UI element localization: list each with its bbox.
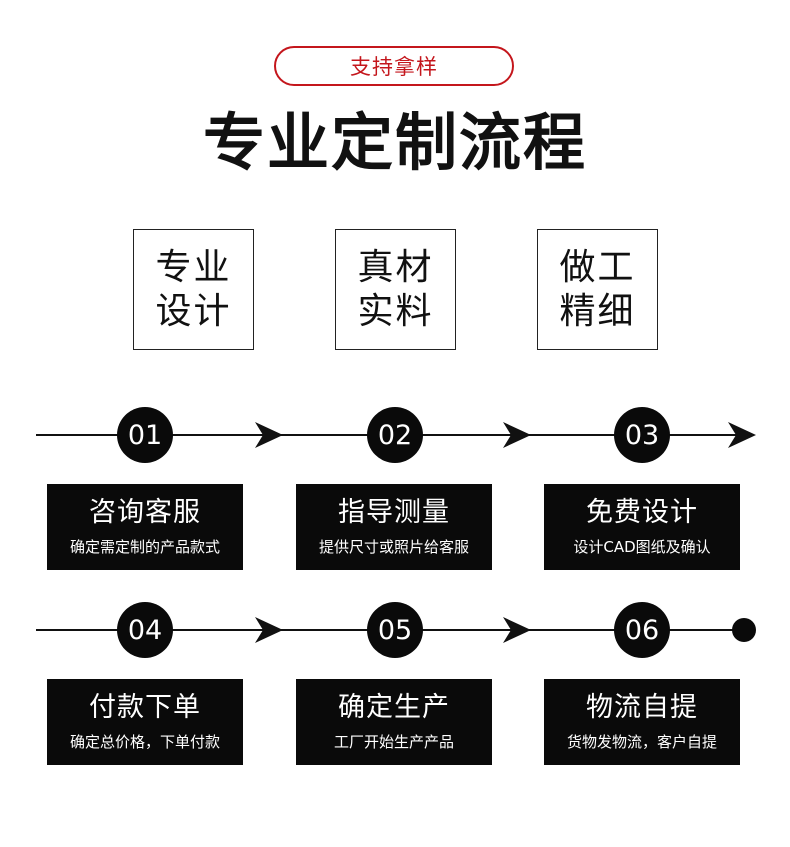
step-number-04: 04 <box>117 602 173 658</box>
step-title: 物流自提 <box>586 692 698 723</box>
step-card-consult: 咨询客服 确定需定制的产品款式 <box>47 484 243 570</box>
arrow-right-icon <box>503 617 531 643</box>
feature-box-material: 真材 实料 <box>335 229 456 350</box>
step-card-payment: 付款下单 确定总价格，下单付款 <box>47 679 243 765</box>
arrow-right-icon <box>255 617 283 643</box>
step-card-measure: 指导测量 提供尺寸或照片给客服 <box>296 484 492 570</box>
step-description: 提供尺寸或照片给客服 <box>318 538 469 556</box>
feature-line: 实料 <box>357 290 434 332</box>
step-description: 货物发物流，客户自提 <box>566 733 717 751</box>
step-title: 指导测量 <box>338 497 450 528</box>
step-number-02: 02 <box>367 407 423 463</box>
step-title: 咨询客服 <box>89 497 201 528</box>
step-description: 设计CAD图纸及确认 <box>573 538 711 556</box>
step-card-production: 确定生产 工厂开始生产产品 <box>296 679 492 765</box>
feature-line: 专业 <box>155 246 232 288</box>
arrow-right-icon <box>503 422 531 448</box>
arrow-right-icon <box>255 422 283 448</box>
step-title: 免费设计 <box>586 497 698 528</box>
step-description: 工厂开始生产产品 <box>333 733 454 751</box>
badge-label: 支持拿样 <box>350 55 438 79</box>
step-number-01: 01 <box>117 407 173 463</box>
step-description: 确定总价格，下单付款 <box>69 733 220 751</box>
step-number-06: 06 <box>614 602 670 658</box>
step-number-03: 03 <box>614 407 670 463</box>
step-number-05: 05 <box>367 602 423 658</box>
step-card-design: 免费设计 设计CAD图纸及确认 <box>544 484 740 570</box>
step-title: 付款下单 <box>89 692 201 723</box>
step-title: 确定生产 <box>338 692 450 723</box>
step-card-logistics: 物流自提 货物发物流，客户自提 <box>544 679 740 765</box>
feature-line: 设计 <box>155 290 232 332</box>
page-title: 专业定制流程 <box>202 106 587 179</box>
feature-box-craft: 做工 精细 <box>537 229 658 350</box>
end-dot-icon <box>732 618 756 642</box>
feature-line: 真材 <box>357 246 434 288</box>
feature-box-design: 专业 设计 <box>133 229 254 350</box>
step-description: 确定需定制的产品款式 <box>69 538 220 556</box>
feature-line: 做工 <box>559 246 636 288</box>
sample-support-badge: 支持拿样 <box>274 46 514 86</box>
feature-line: 精细 <box>559 290 636 332</box>
arrow-right-icon <box>728 422 756 448</box>
